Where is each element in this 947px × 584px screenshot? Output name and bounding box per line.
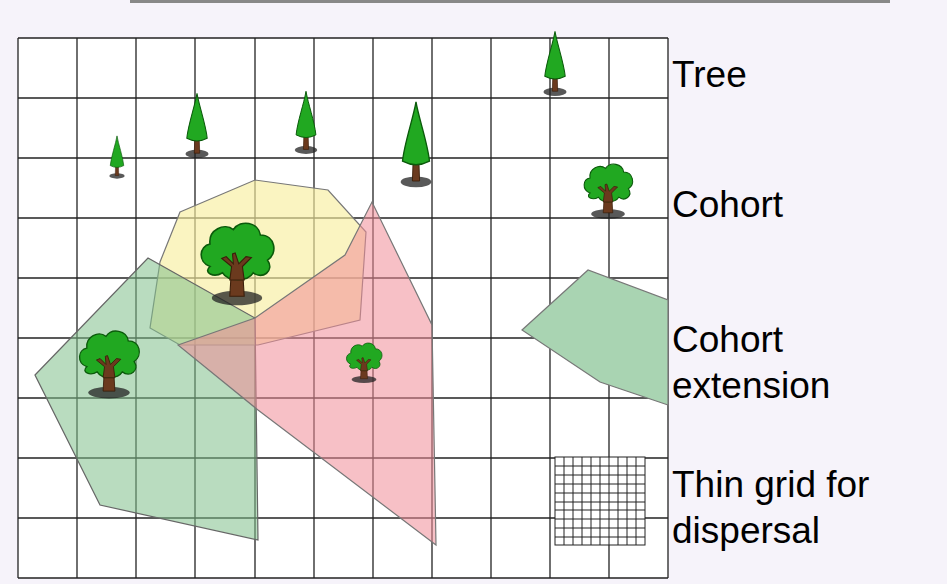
tree-sample <box>543 31 566 96</box>
tree-icon <box>109 136 124 179</box>
cohort-extension <box>178 202 436 545</box>
cohort-sample <box>584 164 632 219</box>
legend-label: Cohort extension <box>672 317 922 409</box>
legend-label: Tree <box>672 52 932 98</box>
legend-label: Thin grid for dispersal <box>672 462 937 554</box>
cohort-icon <box>80 331 140 398</box>
legend-label: Cohort <box>672 182 932 228</box>
tree-icon <box>401 102 432 188</box>
extension-sample <box>522 270 668 405</box>
thin-grid-sample <box>555 457 645 545</box>
tree-icon <box>185 93 208 158</box>
cohort-icon <box>201 223 274 305</box>
tree-icon <box>295 91 317 154</box>
cohort-icon <box>347 343 383 383</box>
grid-ground <box>18 38 668 578</box>
grid <box>18 38 668 578</box>
